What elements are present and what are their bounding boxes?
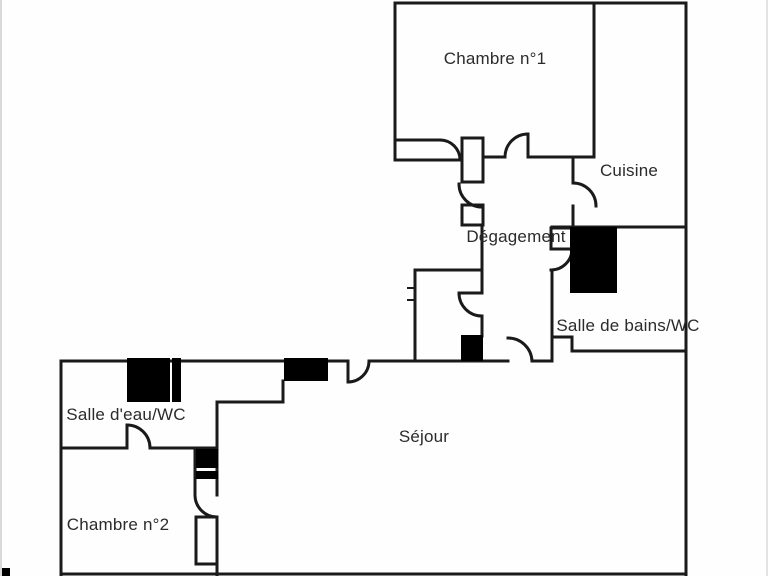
fixture-c2-block-b xyxy=(196,471,218,479)
image-edge-right xyxy=(766,0,768,576)
room-label-salle-de-bains: Salle de bains/WC xyxy=(556,316,700,335)
fixture-sdb-block xyxy=(570,227,617,293)
door-arc-chambre1 xyxy=(503,132,530,159)
door-arc-salle-eau xyxy=(125,423,152,450)
room-label-cuisine: Cuisine xyxy=(599,161,659,180)
corner-mark xyxy=(0,568,10,576)
door-arc-entry xyxy=(438,138,462,162)
door-arc-sejour xyxy=(506,336,534,363)
door-arc-cuisine xyxy=(571,181,598,208)
fixture-blocks xyxy=(0,227,617,576)
room-label-salle-eau: Salle d'eau/WC xyxy=(66,405,186,424)
wall-corridor-stub xyxy=(460,203,485,227)
fixture-alcove-block xyxy=(284,358,328,381)
wall-top-right xyxy=(393,1,688,576)
door-leaf-chambre2 xyxy=(194,515,219,566)
room-label-chambre-1: Chambre n°1 xyxy=(443,49,547,68)
room-label-degagement: Dégagement xyxy=(466,227,566,246)
door-arc-closet xyxy=(457,291,484,318)
door-arc-chambre2 xyxy=(193,493,219,519)
door-arc-sdb xyxy=(549,247,574,272)
fixture-closet-block xyxy=(461,335,483,361)
fixture-salle-eau-strip xyxy=(172,358,181,402)
room-label-sejour: Séjour xyxy=(398,427,450,446)
room-label-chambre-2: Chambre n°2 xyxy=(66,515,170,534)
door-arc-leftwing xyxy=(346,359,371,384)
hinge-ticks xyxy=(407,287,416,301)
fixture-c2-block-a xyxy=(196,449,218,468)
fixture-salle-eau-block xyxy=(127,358,170,402)
image-edge-left xyxy=(0,0,2,576)
door-leaf-c1 xyxy=(460,136,485,184)
door-arc-corridor-upper xyxy=(457,182,484,209)
